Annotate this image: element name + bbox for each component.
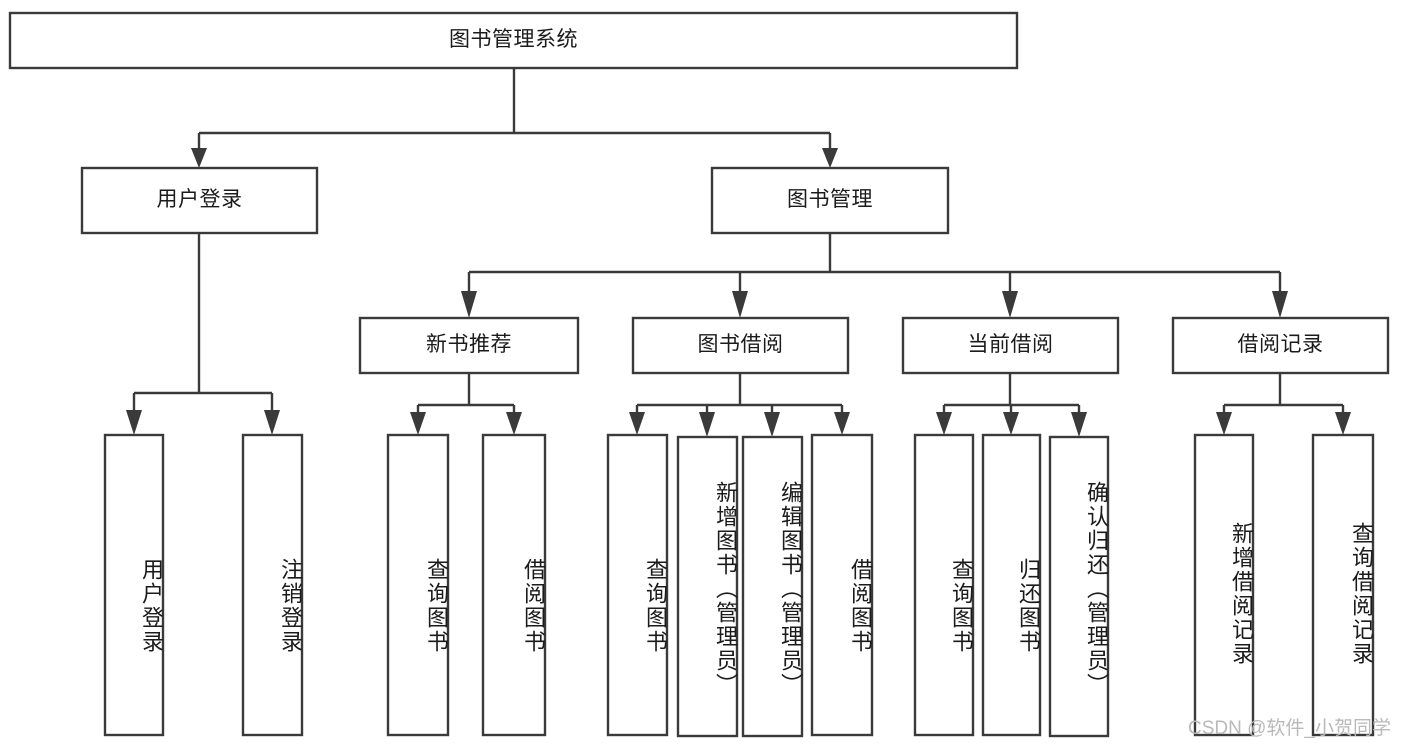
arrow-head-new-book-recommend	[461, 291, 477, 318]
node-box-leaf-edit-book-admin[interactable]	[741, 435, 804, 738]
arrow-head-leaf-query-books-recommend	[410, 412, 426, 435]
node-box-leaf-query-books-current[interactable]	[913, 433, 975, 737]
node-box-current-borrow[interactable]	[901, 316, 1120, 375]
arrow-head-leaf-edit-book-admin	[764, 412, 780, 437]
node-box-leaf-borrow-books-recommend[interactable]	[481, 433, 547, 737]
node-box-leaf-add-book-admin[interactable]	[676, 435, 739, 738]
node-box-borrow-records[interactable]	[1171, 316, 1390, 375]
node-box-new-book-recommend[interactable]	[358, 316, 580, 375]
arrow-head-book-management	[822, 148, 838, 168]
node-box-leaf-user-login[interactable]	[103, 433, 165, 737]
node-box-book-borrow[interactable]	[631, 316, 850, 375]
arrow-head-leaf-return-book	[1003, 412, 1019, 435]
connector-book-management-bus	[467, 233, 1282, 293]
node-box-leaf-query-books-recommend[interactable]	[386, 433, 450, 737]
node-box-leaf-logout[interactable]	[241, 433, 304, 737]
node-box-leaf-add-borrow-record[interactable]	[1193, 433, 1255, 737]
node-box-user-login[interactable]	[80, 166, 319, 235]
node-box-leaf-query-borrow-record[interactable]	[1311, 433, 1375, 737]
connector-user-login-bus	[132, 233, 274, 412]
arrow-head-leaf-logout	[264, 410, 280, 435]
arrow-head-leaf-query-borrow-record	[1335, 412, 1351, 435]
connector-root-bus	[197, 68, 832, 150]
arrow-head-user-login	[191, 148, 207, 168]
arrow-head-leaf-add-borrow-record	[1216, 412, 1232, 435]
connector-new-book-recommend-bus	[416, 373, 516, 414]
arrow-head-leaf-borrow-books-recommend	[506, 412, 522, 435]
connector-borrow-records-bus	[1222, 373, 1345, 414]
arrow-head-leaf-query-books-current	[936, 412, 952, 435]
arrow-head-current-borrow	[1002, 291, 1018, 318]
node-box-leaf-query-books-borrow[interactable]	[606, 433, 669, 737]
arrow-head-book-borrow	[732, 291, 748, 318]
arrow-head-leaf-borrow-book	[834, 412, 850, 435]
connector-current-borrow-bus	[942, 373, 1081, 414]
node-box-leaf-return-book[interactable]	[981, 433, 1042, 737]
node-box-root[interactable]	[8, 11, 1019, 70]
connector-book-borrow-bus	[635, 373, 844, 414]
arrow-head-leaf-user-login	[126, 410, 142, 435]
arrow-head-leaf-query-books-borrow	[629, 412, 645, 435]
node-box-book-management[interactable]	[710, 166, 950, 235]
node-box-leaf-confirm-return-admin[interactable]	[1048, 435, 1110, 738]
node-box-leaf-borrow-book[interactable]	[810, 433, 874, 737]
arrow-head-borrow-records	[1272, 291, 1288, 318]
arrow-head-leaf-confirm-return-admin	[1071, 412, 1087, 437]
csdn-watermark: CSDN @软件_小贺同学	[1188, 718, 1391, 739]
arrow-head-leaf-add-book-admin	[699, 412, 715, 437]
